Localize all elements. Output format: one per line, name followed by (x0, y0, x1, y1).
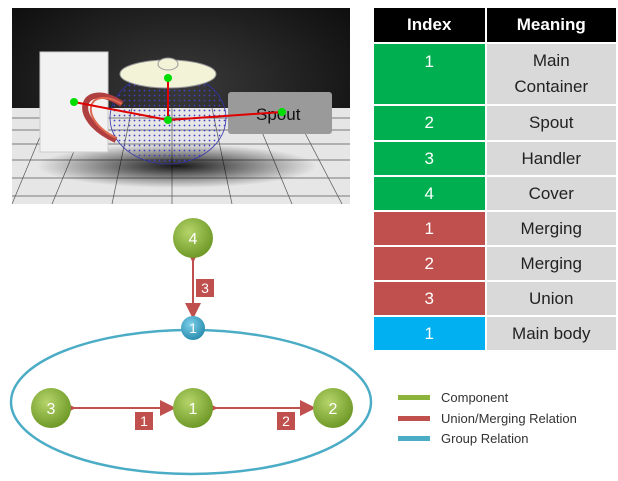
row-meaning: Union (486, 282, 616, 315)
legend-swatch-union (398, 416, 430, 421)
table-row: 4 Cover (374, 177, 616, 210)
legend-component: Component (441, 390, 509, 405)
relation-graph: 3 1 2 4 1 3 1 2 Component Union/Merging … (9, 218, 577, 476)
row-index: 2 (374, 106, 485, 140)
row-meaning: Merging (486, 247, 616, 280)
node-group: 1 (181, 316, 205, 340)
node-spout: 2 (313, 388, 353, 428)
node-main: 1 (173, 388, 213, 428)
row-index: 3 (374, 142, 485, 175)
legend-swatch-group (398, 436, 430, 441)
row-index: 1 (374, 44, 485, 104)
row-index: 3 (374, 282, 485, 315)
table-row: 3 Union (374, 282, 616, 315)
row-meaning: Spout (486, 106, 616, 140)
row-index: 2 (374, 247, 485, 280)
svg-text:2: 2 (282, 413, 290, 429)
node-cover: 4 (173, 218, 213, 258)
teapot-render-image: Spout (12, 8, 350, 204)
svg-text:2: 2 (329, 401, 338, 418)
table-row: 2 Spout (374, 106, 616, 140)
table-row: 1 Main Container (374, 44, 616, 104)
index-meaning-table: Index Meaning 1 Main Container 2 Spout 3… (372, 6, 618, 352)
row-meaning: Main body (486, 317, 616, 350)
node-handler: 3 (31, 388, 71, 428)
row-meaning: Main Container (486, 44, 616, 104)
table-row: 3 Handler (374, 142, 616, 175)
row-index: 1 (374, 212, 485, 245)
header-meaning: Meaning (486, 8, 616, 42)
row-meaning: Merging (486, 212, 616, 245)
table-row: 2 Merging (374, 247, 616, 280)
edge-label-3: 3 (196, 279, 214, 297)
row-meaning: Cover (486, 177, 616, 210)
legend: Component Union/Merging Relation Group R… (398, 390, 577, 446)
table-row: 1 Main body (374, 317, 616, 350)
header-index: Index (374, 8, 485, 42)
svg-text:4: 4 (189, 231, 198, 248)
svg-text:1: 1 (140, 413, 148, 429)
edge-label-1: 1 (135, 412, 153, 430)
legend-group: Group Relation (441, 431, 528, 446)
row-meaning: Handler (486, 142, 616, 175)
table-row: 1 Merging (374, 212, 616, 245)
row-index: 1 (374, 317, 485, 350)
row-index: 4 (374, 177, 485, 210)
spout-label: Spout (256, 105, 301, 124)
legend-swatch-component (398, 395, 430, 400)
legend-union: Union/Merging Relation (441, 411, 577, 426)
edge-label-2: 2 (277, 412, 295, 430)
svg-text:3: 3 (201, 280, 209, 296)
svg-text:1: 1 (189, 320, 197, 336)
svg-text:1: 1 (189, 401, 198, 418)
svg-text:3: 3 (47, 401, 56, 418)
